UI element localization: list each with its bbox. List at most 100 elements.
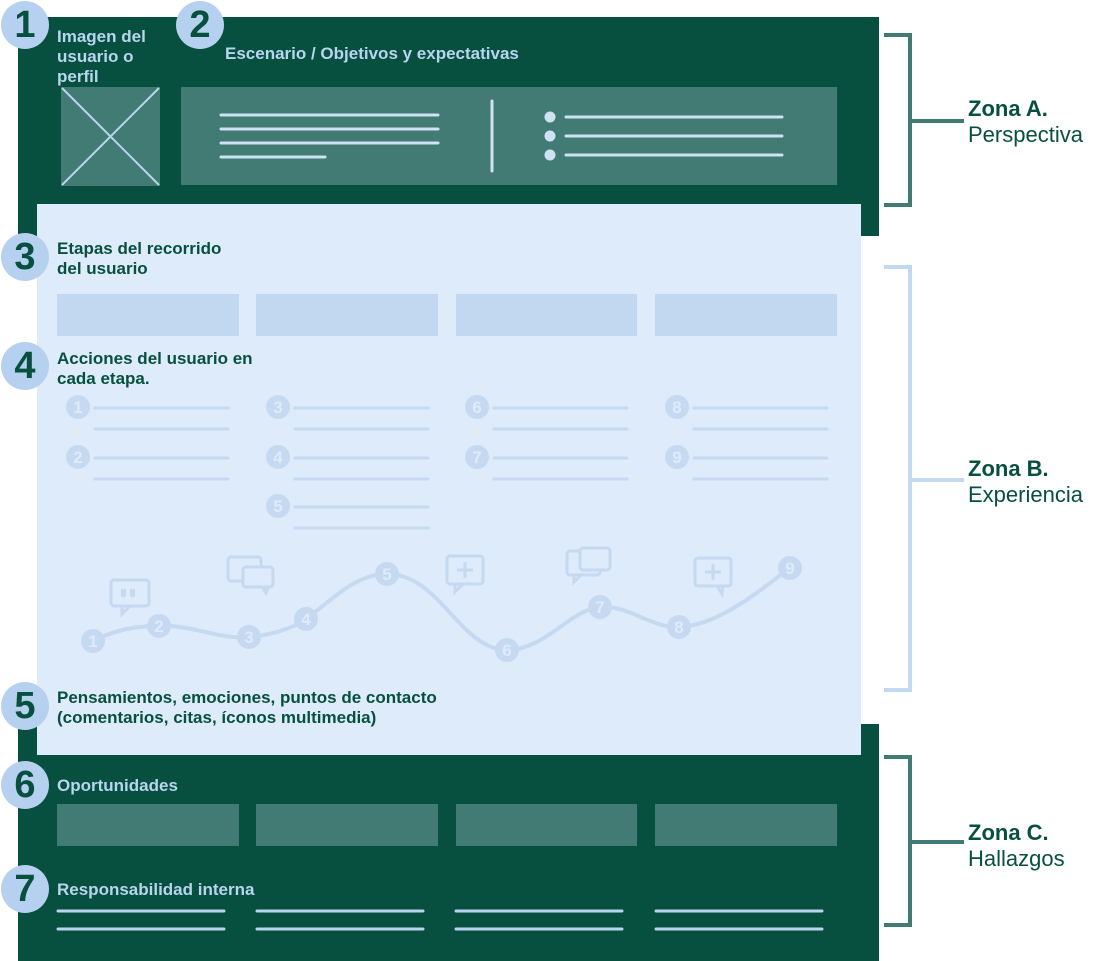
journey-point-number: 7	[595, 598, 604, 617]
action-number-circle	[266, 445, 290, 469]
journey-point: 9	[778, 556, 802, 580]
journey-point-number: 6	[502, 641, 511, 660]
action-item: 2	[66, 445, 230, 481]
journey-point-number: 2	[154, 617, 163, 636]
action-number: 3	[273, 398, 282, 417]
action-number-circle	[66, 395, 90, 419]
actions-layer: 1 2 3 4 5 6 7 8 9	[66, 395, 829, 530]
journey-point: 3	[237, 625, 261, 649]
action-item: 4	[266, 445, 430, 481]
zone-b-subtitle: Experiencia	[968, 482, 1083, 507]
opportunity-box	[256, 804, 438, 846]
journey-point-circle	[375, 562, 399, 586]
journey-point: 5	[375, 562, 399, 586]
stage-box	[655, 294, 837, 336]
journey-point-circle	[147, 614, 171, 638]
journey-point-circle	[495, 638, 519, 662]
step-label-4: Acciones del usuario en cada etapa.	[57, 349, 253, 388]
quote-bubble-icon	[109, 578, 151, 618]
zone-a-name: Zona A.	[968, 96, 1048, 121]
journey-point-number: 8	[674, 618, 683, 637]
zone-b-bracket	[884, 265, 964, 692]
opportunity-box	[655, 804, 837, 846]
scenario-placeholder-lines	[219, 99, 784, 173]
action-number: 7	[472, 448, 481, 467]
zone-b-label: Zona B. Experiencia	[968, 456, 1083, 508]
zone-brackets	[884, 33, 964, 927]
step-label-1: Imagen del usuario o perfil	[57, 27, 146, 86]
zone-c-bracket	[884, 755, 964, 927]
journey-point: 1	[81, 629, 105, 653]
chat-bubbles-icon	[226, 555, 275, 597]
stage-box	[57, 294, 239, 336]
action-item: 8	[665, 395, 829, 431]
action-number-circle	[66, 445, 90, 469]
journey-point-circle	[667, 615, 691, 639]
action-number-circle	[665, 445, 689, 469]
quote-marks	[121, 589, 135, 597]
responsibility-lines	[56, 909, 824, 931]
journey-point: 8	[667, 615, 691, 639]
journey-point-number: 5	[382, 565, 391, 584]
step-label-7: Responsabilidad interna	[57, 880, 255, 899]
zone-b-name: Zona B.	[968, 456, 1049, 481]
journey-layer: 1 2 3 4 5 6 7 8 9	[81, 556, 802, 662]
opportunity-box	[456, 804, 637, 846]
zone-a-subtitle: Perspectiva	[968, 122, 1083, 147]
journey-curve	[92, 566, 792, 653]
zone-c-subtitle: Hallazgos	[968, 846, 1065, 871]
scenario-bullets	[544, 111, 556, 161]
chat-bubbles-icon	[565, 546, 612, 586]
journey-point: 4	[294, 607, 318, 631]
action-number: 6	[472, 398, 481, 417]
step-badge-4: 4	[1, 342, 49, 390]
stage-box	[256, 294, 438, 336]
action-item: 9	[665, 445, 829, 481]
action-item: 7	[465, 445, 629, 481]
action-number-circle	[465, 395, 489, 419]
journey-point-circle	[778, 556, 802, 580]
step-badge-7: 7	[1, 865, 49, 913]
journey-point-circle	[294, 607, 318, 631]
step-badge-3: 3	[1, 233, 49, 281]
action-number-circle	[266, 395, 290, 419]
action-number: 9	[672, 448, 681, 467]
image-placeholder-icon	[61, 87, 160, 186]
action-item: 6	[465, 395, 629, 431]
step-badge-6: 6	[1, 761, 49, 809]
step-label-3: Etapas del recorrido del usuario	[57, 239, 222, 278]
action-number-circle	[665, 395, 689, 419]
action-number-circle	[266, 494, 290, 518]
zone-c-label: Zona C. Hallazgos	[968, 820, 1065, 872]
journey-point-number: 9	[785, 559, 794, 578]
action-number: 1	[73, 398, 82, 417]
add-comment-icon	[693, 556, 733, 599]
journey-point-circle	[588, 595, 612, 619]
journey-point-number: 1	[88, 632, 97, 651]
action-number: 2	[73, 448, 82, 467]
step-badge-2: 2	[176, 1, 224, 49]
journey-point-circle	[237, 625, 261, 649]
zone-c-name: Zona C.	[968, 820, 1049, 845]
step-label-6: Oportunidades	[57, 776, 178, 795]
add-comment-icon	[445, 554, 485, 596]
journey-point-number: 3	[244, 628, 253, 647]
step-badge-5: 5	[1, 682, 49, 730]
step-label-2: Escenario / Objetivos y expectativas	[225, 44, 519, 63]
action-item: 1	[66, 395, 230, 431]
step-label-5: Pensamientos, emociones, puntos de conta…	[57, 688, 437, 727]
opportunity-box	[57, 804, 239, 846]
journey-point: 7	[588, 595, 612, 619]
journey-point: 2	[147, 614, 171, 638]
journey-point: 6	[495, 638, 519, 662]
action-item: 3	[266, 395, 430, 431]
stage-box	[456, 294, 637, 336]
action-number-circle	[465, 445, 489, 469]
action-number: 4	[273, 448, 283, 467]
zone-a-label: Zona A. Perspectiva	[968, 96, 1083, 148]
step-badge-1: 1	[1, 1, 49, 49]
action-number: 8	[672, 398, 681, 417]
action-number: 5	[273, 497, 282, 516]
journey-point-circle	[81, 629, 105, 653]
